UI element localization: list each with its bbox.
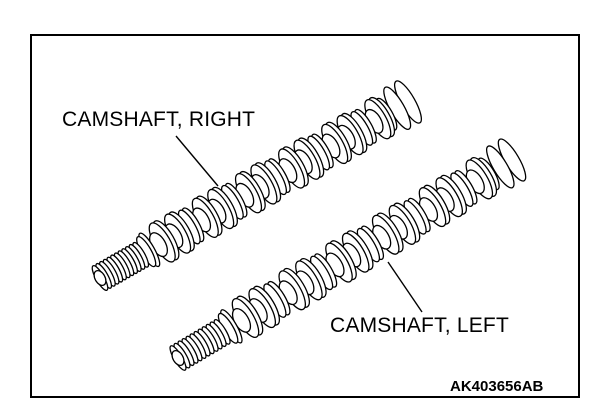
figure-frame bbox=[30, 34, 580, 398]
camshaft-left bbox=[169, 138, 527, 371]
camshaft-right bbox=[91, 80, 423, 291]
leader-line-left bbox=[387, 261, 423, 313]
figure-code: AK403656AB bbox=[450, 378, 544, 395]
camshaft-right-label: CAMSHAFT, RIGHT bbox=[62, 108, 256, 131]
leader-line-right bbox=[175, 135, 219, 187]
shaft-end-bore bbox=[171, 350, 185, 366]
shaft-end-bore bbox=[93, 269, 107, 287]
camshaft-left-label: CAMSHAFT, LEFT bbox=[330, 314, 509, 337]
